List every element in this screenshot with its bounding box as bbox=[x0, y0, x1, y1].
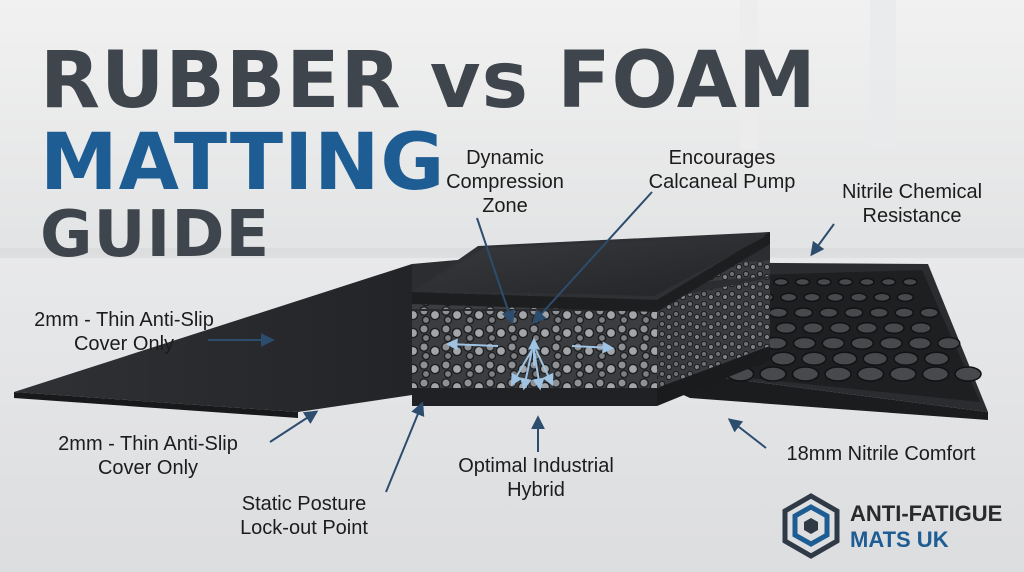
mat-hole bbox=[793, 307, 814, 319]
mat-hole bbox=[779, 292, 798, 303]
compression-arrows bbox=[445, 337, 615, 391]
label-industrial-hybrid: Optimal Industrial Hybrid bbox=[458, 455, 614, 501]
hexagon-logo-icon bbox=[782, 493, 840, 559]
top-slab bbox=[412, 232, 770, 312]
mat-hole bbox=[837, 277, 854, 287]
page-title-line-3: GUIDE bbox=[40, 198, 271, 272]
mat-hole bbox=[859, 277, 875, 287]
mat-hole bbox=[869, 307, 889, 319]
mat-hole bbox=[902, 277, 918, 287]
mat-hole bbox=[936, 336, 961, 350]
mat-hole bbox=[856, 321, 878, 335]
mat-hole bbox=[802, 321, 824, 335]
mat-hole bbox=[923, 351, 950, 366]
mat-hole bbox=[919, 307, 940, 319]
label-nitrile-chemical: Nitrile Chemical Resistance bbox=[841, 181, 983, 227]
mat-hole bbox=[801, 351, 827, 366]
mat-hole bbox=[856, 366, 885, 382]
mat-hole bbox=[829, 321, 851, 335]
mat-hole bbox=[879, 336, 903, 350]
label-thin-cover-lower: 2mm - Thin Anti-Slip Cover Only bbox=[58, 433, 238, 479]
page-title-line-2: MATTING bbox=[40, 118, 446, 208]
mat-hole bbox=[770, 351, 797, 366]
label-thin-cover-upper: 2mm - Thin Anti-Slip Cover Only bbox=[34, 309, 214, 355]
mat-hole bbox=[880, 277, 897, 287]
mat-hole bbox=[803, 292, 821, 303]
mat-hole bbox=[831, 351, 858, 366]
mat-hole bbox=[844, 307, 864, 319]
mat-hole bbox=[768, 307, 789, 319]
label-calcaneal-pump: Encourages Calcaneal Pump bbox=[648, 147, 796, 193]
brand-logo: ANTI-FATIGUE MATS UK bbox=[778, 493, 1014, 559]
mat-hole bbox=[921, 366, 950, 382]
mat-hole bbox=[862, 351, 889, 366]
label-static-posture: Static Posture Lock-out Point bbox=[240, 493, 368, 539]
label-dynamic-compression: Dynamic Compression Zone bbox=[446, 147, 564, 217]
page-title-line-1: RUBBER vs FOAM bbox=[40, 36, 817, 126]
mat-hole bbox=[759, 366, 787, 382]
mat-hole bbox=[873, 292, 891, 303]
mat-hole bbox=[791, 366, 820, 382]
label-nitrile-comfort: 18mm Nitrile Comfort bbox=[786, 443, 976, 465]
brand-name-line-1: ANTI-FATIGUE bbox=[850, 501, 1003, 526]
mat-hole bbox=[794, 277, 811, 287]
mat-hole bbox=[821, 336, 846, 350]
mat-hole bbox=[850, 336, 874, 350]
brand-name-line-2: MATS UK bbox=[850, 527, 949, 552]
mat-hole bbox=[893, 351, 919, 366]
mat-hole bbox=[894, 307, 914, 319]
mat-hole bbox=[816, 277, 832, 287]
mat-hole bbox=[910, 321, 932, 335]
callout-arrows bbox=[208, 191, 835, 493]
mat-hole bbox=[792, 336, 817, 350]
mat-hole bbox=[818, 307, 839, 319]
mat-hole bbox=[849, 292, 868, 303]
mat-hole bbox=[775, 321, 797, 335]
mat-hole bbox=[954, 366, 982, 382]
mat-hole bbox=[773, 277, 789, 287]
mat-hole bbox=[883, 321, 905, 335]
mat-hole bbox=[889, 366, 917, 382]
mat-hole bbox=[824, 366, 852, 382]
mat-hole bbox=[826, 292, 845, 303]
mat-hole bbox=[908, 336, 932, 350]
mat-hole bbox=[896, 292, 915, 303]
